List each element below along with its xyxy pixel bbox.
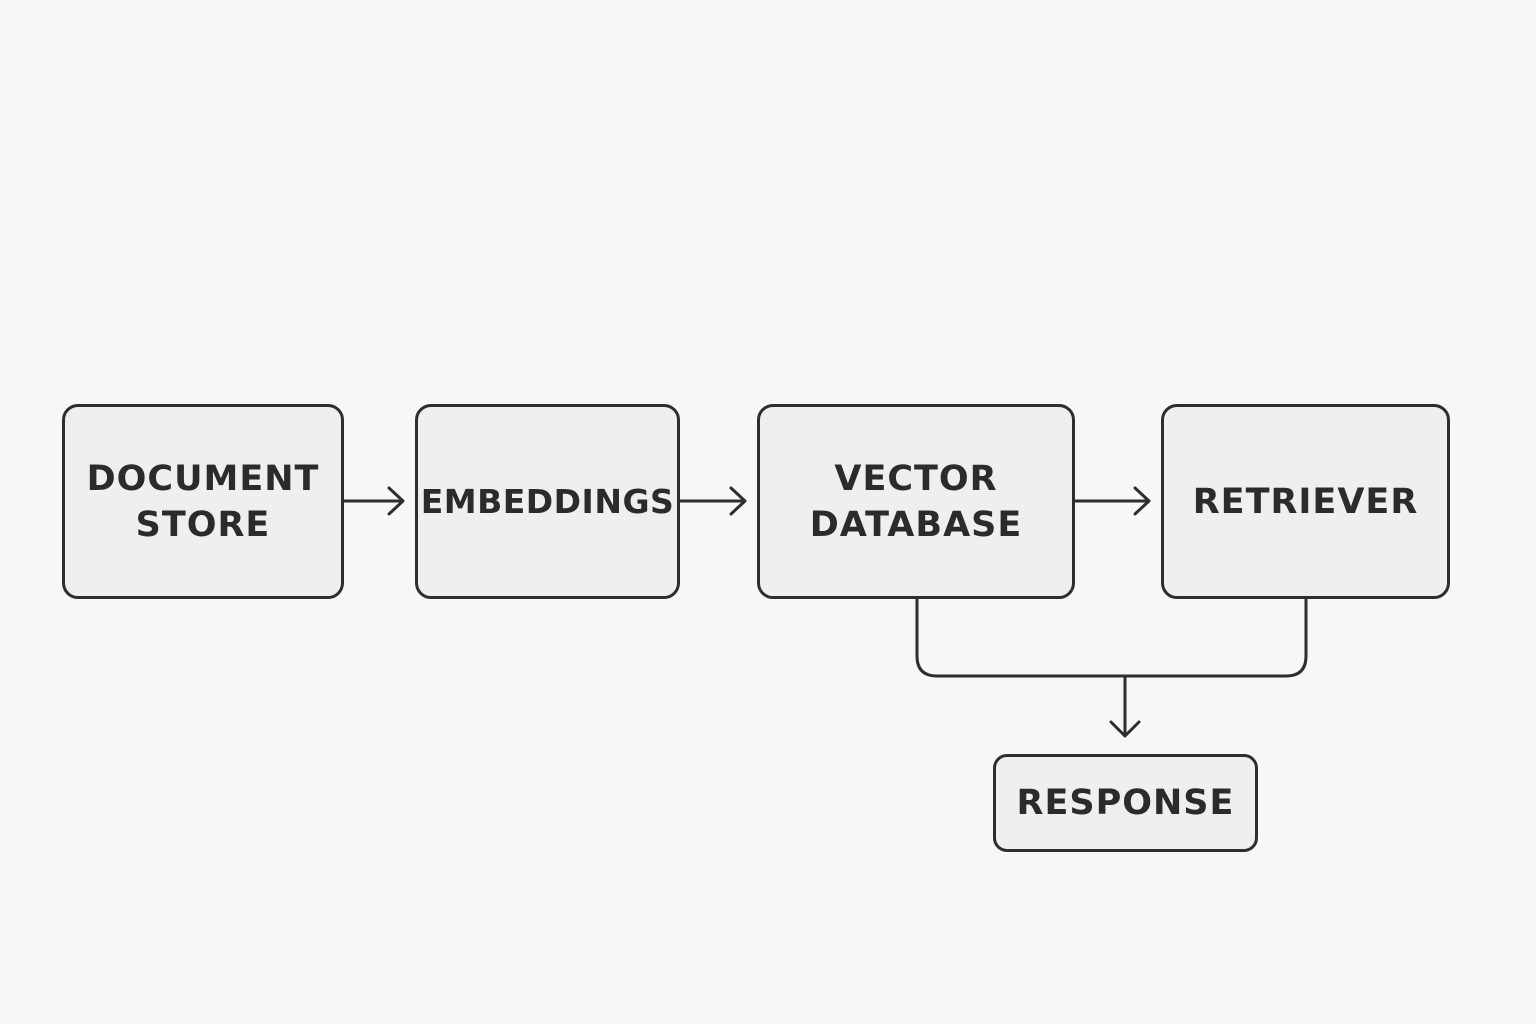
node-embeddings: EMBEDDINGS <box>415 404 680 599</box>
label-line: RETRIEVER <box>1192 481 1419 522</box>
node-retriever-label: RETRIEVER <box>1193 479 1419 525</box>
node-document-store: DOCUMENT STORE <box>62 404 344 599</box>
label-line: DOCUMENT <box>86 458 320 499</box>
edge-arrow-to-response <box>1109 674 1141 738</box>
label-line: STORE <box>135 504 271 545</box>
node-vector-database-label: VECTOR DATABASE <box>810 456 1023 548</box>
label-line: EMBEDDINGS <box>420 481 675 521</box>
node-response: RESPONSE <box>993 754 1258 852</box>
node-document-store-label: DOCUMENT STORE <box>87 456 320 548</box>
node-response-label: RESPONSE <box>1017 780 1235 826</box>
node-embeddings-label: EMBEDDINGS <box>421 479 675 525</box>
edge-merge-to-response <box>915 597 1308 678</box>
label-line: DATABASE <box>809 504 1023 545</box>
label-line: VECTOR <box>834 458 998 499</box>
edge-embeddings-to-vector-database <box>678 486 747 516</box>
edge-vector-database-to-retriever <box>1073 486 1151 516</box>
node-retriever: RETRIEVER <box>1161 404 1450 599</box>
edge-document-store-to-embeddings <box>342 486 405 516</box>
label-line: RESPONSE <box>1016 783 1235 823</box>
node-vector-database: VECTOR DATABASE <box>757 404 1075 599</box>
